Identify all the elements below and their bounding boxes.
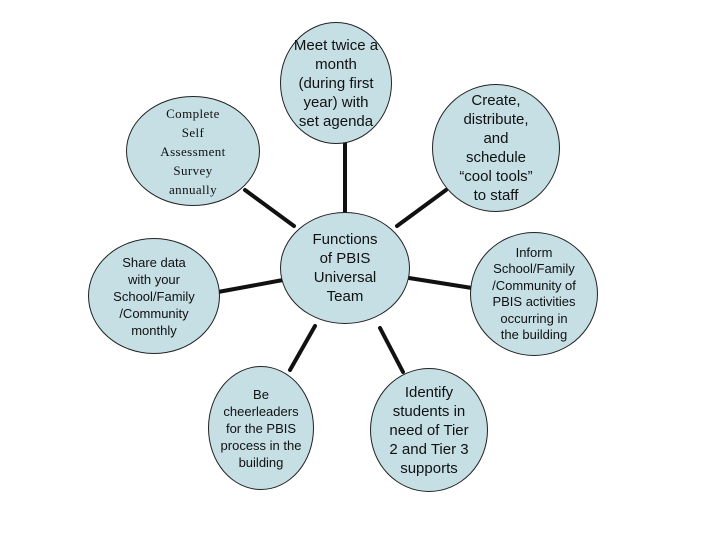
connector-share (216, 278, 285, 294)
node-cheerleaders: Be cheerleaders for the PBIS process in … (208, 366, 314, 490)
node-inform-community: Inform School/Family /Community of PBIS … (470, 232, 598, 356)
node-self-assessment: Complete Self Assessment Survey annually (126, 96, 260, 206)
node-inform-community-label: Inform School/Family /Community of PBIS … (492, 244, 576, 343)
node-cool-tools-label: Create, distribute, and schedule “cool t… (459, 92, 533, 204)
connector-create (395, 188, 448, 228)
node-meet-agenda: Meet twice a month (during first year) w… (280, 22, 392, 144)
connector-identify (378, 326, 405, 374)
connector-inform (407, 276, 474, 290)
center-node: Functions of PBIS Universal Team (280, 212, 410, 324)
center-node-label: Functions of PBIS Universal Team (312, 231, 378, 305)
node-meet-agenda-label: Meet twice a month (during first year) w… (293, 36, 379, 130)
node-cool-tools: Create, distribute, and schedule “cool t… (432, 84, 560, 212)
connector-survey (243, 188, 296, 228)
node-self-assessment-label: Complete Self Assessment Survey annually (160, 105, 226, 197)
node-share-data-label: Share data with your School/Family /Comm… (113, 254, 195, 338)
node-cheerleaders-label: Be cheerleaders for the PBIS process in … (220, 386, 302, 470)
node-share-data: Share data with your School/Family /Comm… (88, 238, 220, 354)
node-identify-students-label: Identify students in need of Tier 2 and … (389, 383, 469, 477)
connector-cheer (288, 324, 317, 372)
node-identify-students: Identify students in need of Tier 2 and … (370, 368, 488, 492)
